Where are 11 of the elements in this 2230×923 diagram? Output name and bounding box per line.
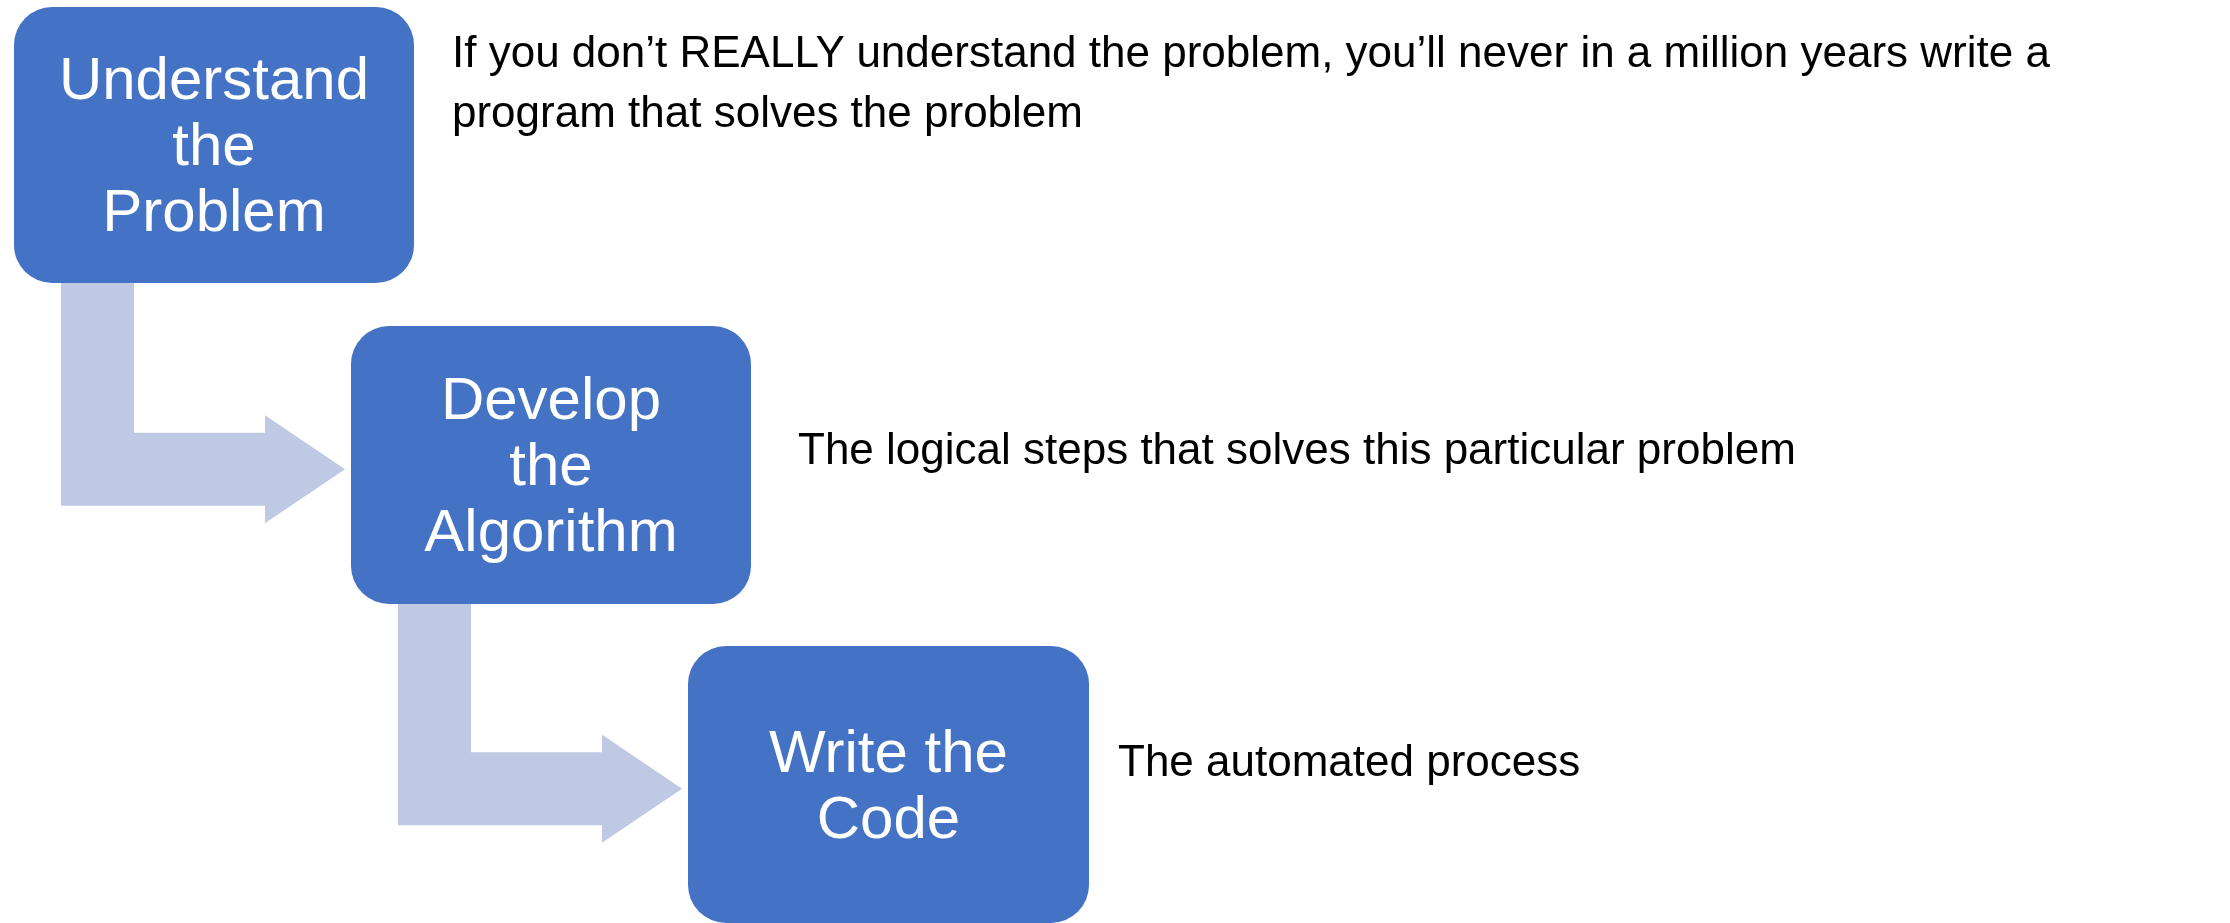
bent-arrow [398,604,682,843]
step-description: The automated process [1118,735,1581,787]
step-description: If you don’t REALLY understand the problem, you’ll never in a million years write a program that solves the problem [452,26,2051,138]
step-label: Understand the Problem [57,46,371,244]
step-label: Write the Code [768,718,1009,851]
step-description: The logical steps that solves this particular problem [798,423,1796,475]
process-box [688,646,1089,923]
process-box [351,326,751,604]
step-label: Develop the Algorithm [423,366,679,564]
process-box [14,7,414,283]
bent-arrow [61,283,345,524]
